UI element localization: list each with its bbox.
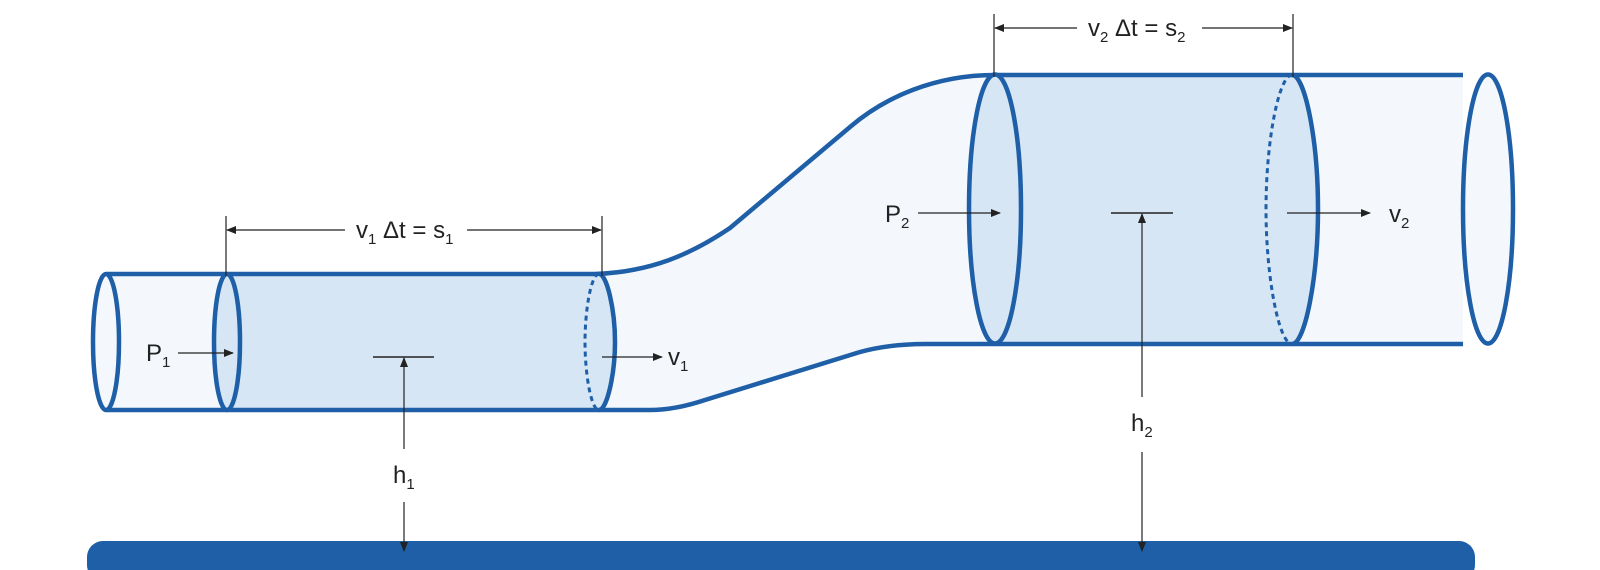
cross-section-s1-end-back xyxy=(583,272,600,412)
cross-section-s1-end-front xyxy=(598,271,618,413)
v2-label: v2 xyxy=(1389,201,1409,232)
p1-label: P1 xyxy=(146,340,170,371)
cross-section-s2-end-front xyxy=(1291,72,1321,347)
fluid-segment-1 xyxy=(227,274,615,410)
pipe-bottom-outline xyxy=(106,341,1463,413)
pipe-right-opening xyxy=(1460,72,1516,346)
s1-equation-label: v1 Δt = s1 xyxy=(356,217,453,248)
cross-section-p1 xyxy=(211,271,243,413)
fluid-segment-2 xyxy=(995,75,1318,344)
cross-section-s2-end-back xyxy=(1264,73,1293,346)
pipe-left-opening xyxy=(90,271,122,413)
h2-label: h2 xyxy=(1131,410,1153,441)
pipe-top-outline xyxy=(106,72,1463,277)
h1-label: h1 xyxy=(393,462,415,493)
v1-label: v1 xyxy=(668,344,688,375)
cross-section-p2 xyxy=(966,72,1024,346)
p2-label: P2 xyxy=(885,201,909,232)
ground-reference-bar xyxy=(87,541,1475,570)
s2-equation-label: v2 Δt = s2 xyxy=(1088,15,1185,46)
